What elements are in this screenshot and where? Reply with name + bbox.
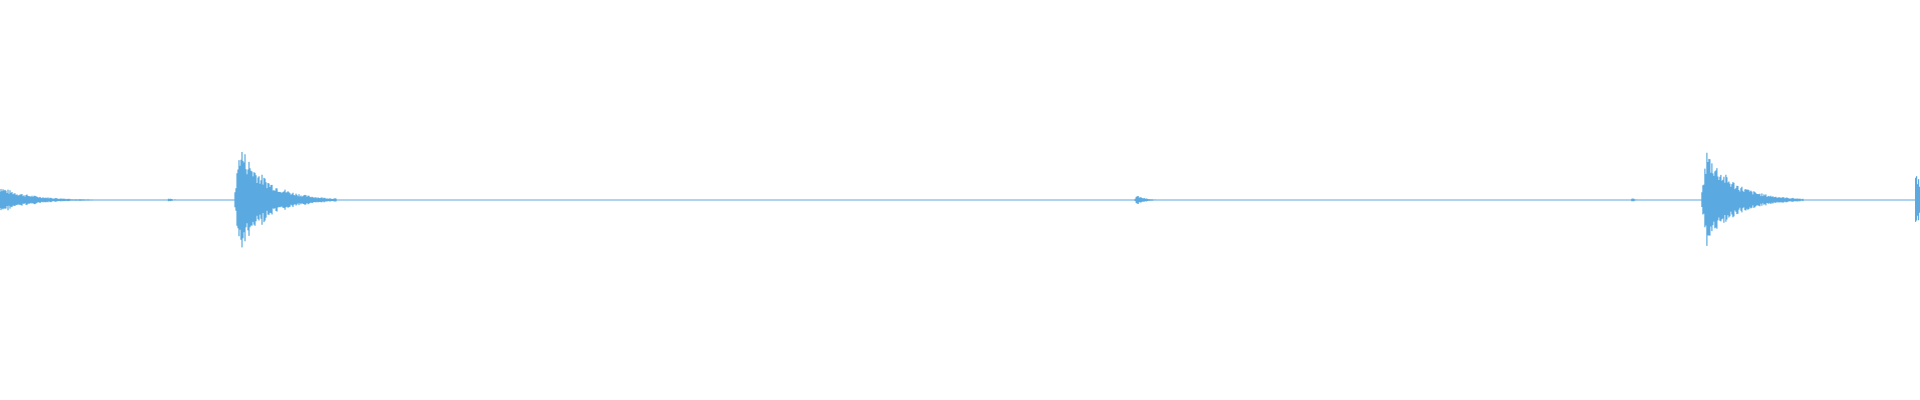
waveform-burst-tick — [167, 198, 187, 202]
waveform-burst-tick — [201, 199, 207, 201]
waveform-burst-path — [201, 199, 207, 201]
waveform-burst-path — [167, 198, 187, 202]
waveform-burst-path — [1134, 196, 1168, 204]
waveform-burst-hit — [234, 152, 337, 248]
waveform-burst-path — [234, 152, 337, 248]
waveform-burst-path — [1701, 152, 1804, 246]
waveform-burst-path — [0, 189, 106, 211]
waveform-events — [0, 152, 1920, 248]
waveform-burst-partial — [0, 189, 106, 211]
waveform-burst-path — [1915, 176, 1920, 222]
waveform-burst-tick — [1631, 198, 1648, 202]
waveform-burst-path — [1631, 198, 1648, 202]
waveform-burst-tick — [1134, 196, 1168, 204]
waveform-burst-partial — [1915, 176, 1920, 222]
waveform-burst-hit — [1701, 152, 1804, 246]
